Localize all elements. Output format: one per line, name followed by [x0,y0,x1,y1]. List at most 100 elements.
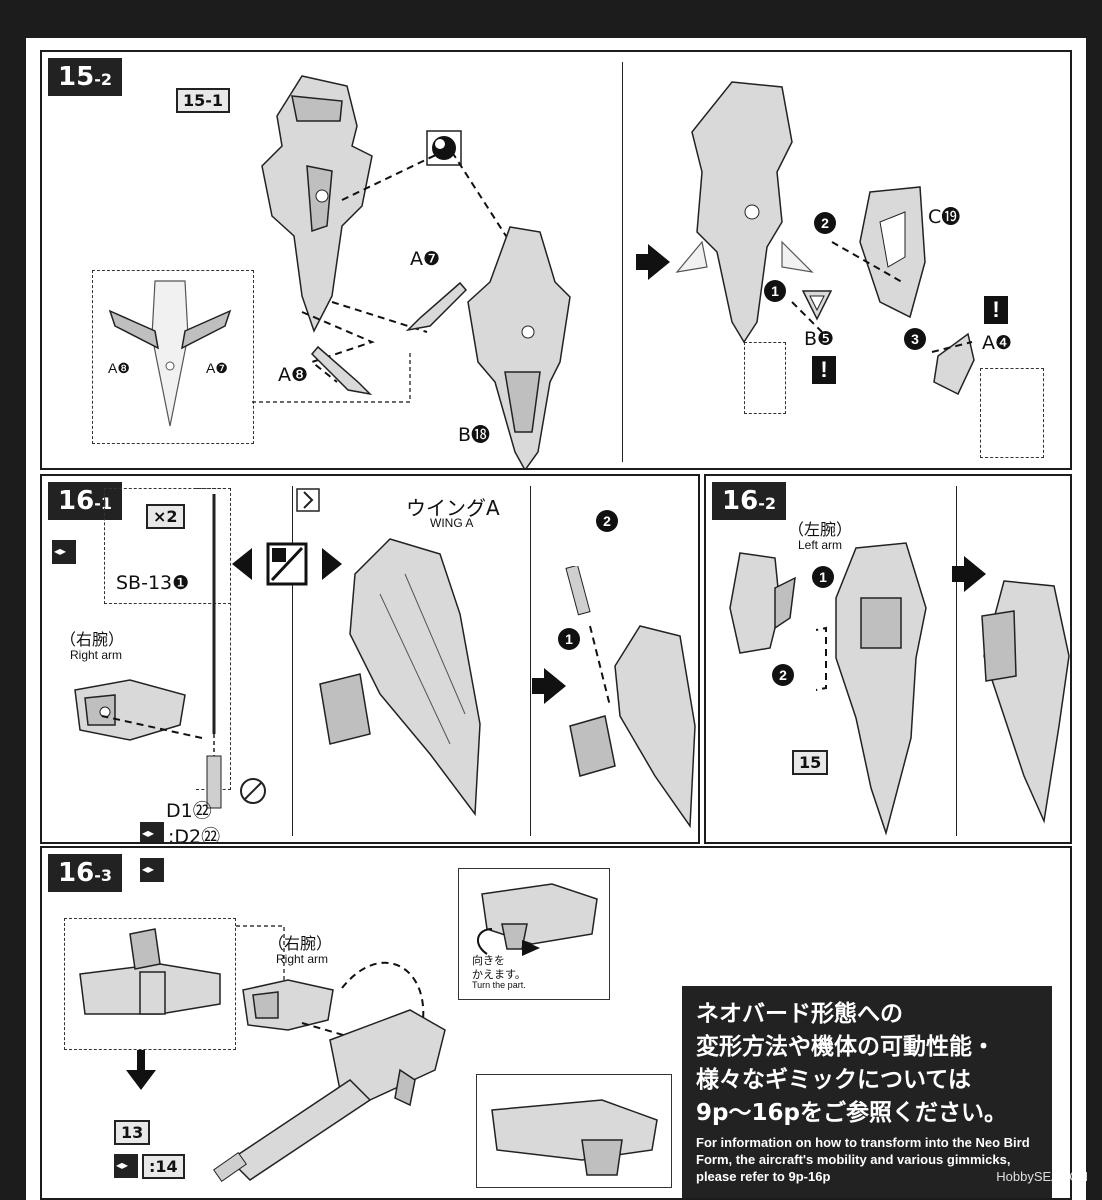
detail-callout-line [252,352,411,403]
part-b5-illustration [801,290,833,321]
right-arm-illustration-16-3 [242,979,334,1031]
label-sb-13: SB-13❶ [116,572,190,594]
wing-attach-illustration [565,566,696,829]
rotate-icon [232,542,342,586]
label-a7: A❼ [410,248,441,270]
order-number-2-16-2: 2 [772,664,794,686]
arm-attach-dashed-line [101,715,203,739]
label-c19: C⓳ [928,206,961,228]
label-b5: B❺ [804,328,835,350]
wing-a-en-label: WING A [430,516,474,530]
label-a8: A❽ [278,364,309,386]
step-number-16-3: 16-3 [48,854,122,892]
panel-16-2: 16-2 （左腕） Left arm 1 2 15 [704,474,1072,844]
note-jp-line-3: 様々なギミックについては [696,1067,971,1093]
beam-part-illustration [206,494,222,809]
step-arrow-icon-16-1 [532,668,566,704]
detail-box-wings [92,270,254,444]
both-sides-icon [52,540,76,564]
divider-16-2 [956,486,957,836]
turn-part-en: Turn the part. [472,980,526,990]
detail-label-a7: A❼ [206,360,228,376]
step-arrow-icon [636,244,670,280]
no-cut-icon [240,778,266,804]
part-a4-illustration [933,332,975,396]
swap-icon-16-3 [114,1154,138,1178]
turn-part-jp-1: 向きを [472,955,505,967]
note-jp-line-1: ネオバード形態への [696,1001,903,1027]
ref-tag-15-1: 15-1 [176,88,231,113]
fuselage-with-arm-illustration [816,542,927,836]
assembly-dashed-lines-right [791,241,973,353]
step-number-16-2: 16-2 [712,482,786,520]
divider-16-1-b [530,486,531,836]
multiplier-x2: ×2 [146,504,185,529]
left-arm-illustration [729,552,796,654]
note-jp-line-2: 変形方法や機体の可動性能・ [696,1034,995,1060]
rifle-detail-illustration [491,1099,658,1176]
right-arm-illustration [74,679,186,741]
warning-icon-b5: ! [812,356,836,384]
panel-16-1: 16-1 ×2 SB-13❶ （右腕） Right arm D1㉒ :D2㉒ [40,474,700,844]
wing-detail-illustration [108,280,232,427]
arm-detail-illustration [79,928,221,1015]
part-b18-illustration [467,226,571,468]
panel-divider [622,62,623,462]
detail-box-b5 [744,342,786,414]
order-number-3: 3 [904,328,926,350]
note-en-text: For information on how to transform into… [696,1135,1030,1184]
left-arm-jp-label: （左腕） [788,520,853,539]
detail-box-rifle [476,1074,672,1188]
manual-page: 15-2 15-1 A❼ A❽ [26,38,1086,1200]
order-number-1: 1 [764,280,786,302]
label-b18: B⓲ [458,424,491,446]
wing-a-jp-label: ウイングA [406,496,500,520]
ref-tag-14: :14 [142,1154,185,1179]
right-arm-en-label-16-3: Right arm [276,952,329,966]
wing-toggle-icon [296,488,320,512]
watermark-text: HobbySEARCH [996,1169,1088,1184]
runner-part-box [104,488,231,604]
ref-tag-15: 15 [792,750,829,775]
turn-part-box [458,868,610,1000]
assembled-fuselage-illustration [675,81,814,344]
swap-icon [140,822,164,842]
label-d1: D1㉒ [166,800,212,822]
order-number-1-16-2: 1 [812,566,834,588]
label-a4: A❹ [982,332,1013,354]
turn-part-jp-2: かえます。 [472,969,526,981]
detail-callout-dashed [236,925,285,988]
ref-tag-13: 13 [114,1120,151,1145]
warning-icon-a4: ! [984,296,1008,324]
divider-16-1-a [292,486,293,836]
order-number-1-16-1: 1 [558,628,580,650]
panel-16-3: 16-3 （右腕） Right arm [40,846,1072,1200]
detail-label-a8: A❽ [108,360,130,376]
order-number-2-16-1: 2 [596,510,618,532]
step-number-16-1: 16-1 [48,482,122,520]
detail-box-a4 [980,368,1044,458]
seal-round-icon [426,130,462,166]
right-arm-jp-label-16-3: （右腕） [268,934,333,953]
fuselage-part-illustration [261,75,373,333]
panel-15-2: 15-2 15-1 A❼ A❽ [40,50,1072,470]
left-arm-en-label: Left arm [798,538,843,552]
turn-part-illustration [477,883,598,956]
step-number-15-2: 15-2 [48,58,122,96]
part-c19-illustration [859,186,926,319]
beam-rifle-illustration [213,1009,446,1183]
fuselage-arm-complete-illustration [981,580,1070,824]
down-arrow-icon [126,1050,156,1090]
label-d2: :D2㉒ [168,826,221,844]
part-a8-illustration [310,345,373,396]
transformation-reference-note: ネオバード形態への 変形方法や機体の可動性能・ 様々なギミックについては 9p〜… [682,986,1052,1198]
wing-a-illustration [319,538,481,817]
note-jp-line-4: 9p〜16pをご参照ください。 [696,1100,1007,1126]
part-a7-illustration [405,281,468,332]
both-sides-icon-16-3 [140,858,164,882]
detail-box-arm [64,918,236,1050]
right-arm-jp-label: （右腕） [60,630,125,649]
step-arrow-icon-16-2 [952,556,986,592]
right-arm-en-label: Right arm [70,648,123,662]
order-number-2: 2 [814,212,836,234]
